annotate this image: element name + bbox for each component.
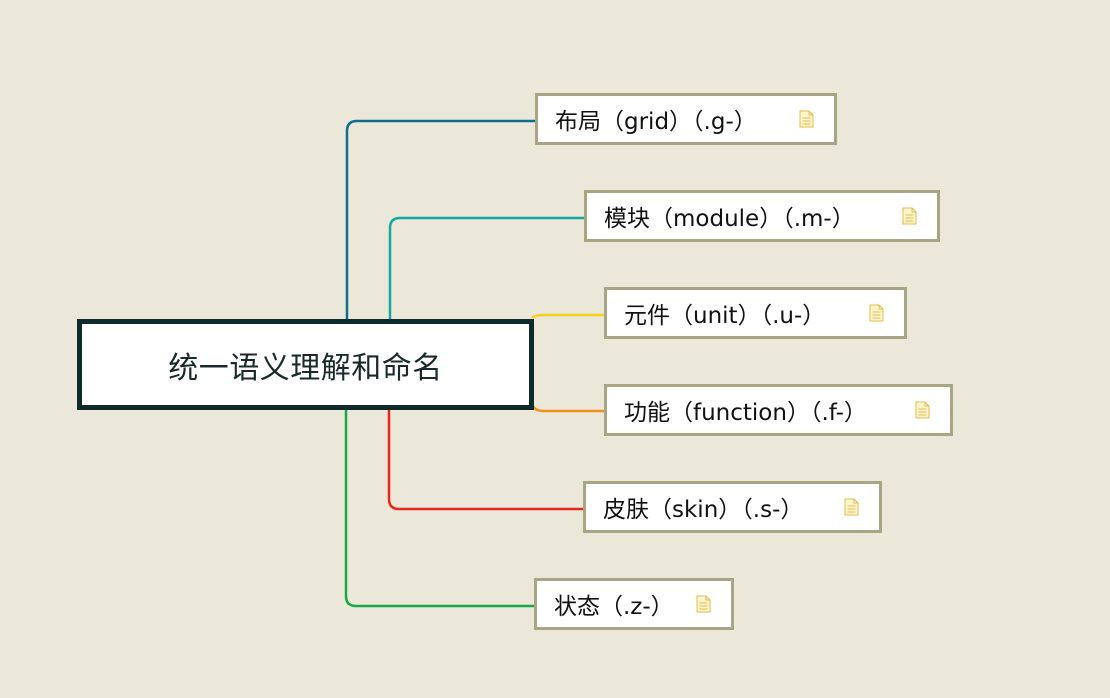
central-topic-label: 统一语义理解和命名 [168, 350, 443, 386]
note-icon[interactable] [696, 595, 711, 613]
central-topic[interactable]: 统一语义理解和命名 [77, 319, 534, 410]
note-icon[interactable] [915, 401, 930, 419]
note-icon[interactable] [799, 110, 814, 128]
topic-module[interactable]: 模块（module）（.m-） [584, 190, 940, 242]
topic-skin[interactable]: 皮肤（skin）（.s-） [583, 481, 882, 533]
topic-label: 布局（grid）（.g-） [555, 109, 757, 135]
connector-grid [345, 119, 537, 319]
connector-function [530, 403, 606, 413]
topic-grid[interactable]: 布局（grid）（.g-） [535, 93, 837, 145]
note-icon[interactable] [902, 207, 917, 225]
note-icon[interactable] [844, 498, 859, 516]
connector-module [388, 216, 586, 319]
note-icon[interactable] [869, 304, 884, 322]
topic-label: 功能（function）（.f-） [624, 400, 867, 426]
connector-status [344, 410, 536, 608]
connector-skin [387, 410, 585, 511]
connector-unit [530, 313, 606, 319]
topic-status[interactable]: 状态（.z-） [534, 578, 734, 630]
topic-label: 状态（.z-） [554, 594, 674, 620]
topic-label: 元件（unit）（.u-） [624, 303, 826, 329]
topic-label: 模块（module）（.m-） [604, 206, 855, 232]
topic-label: 皮肤（skin）（.s-） [603, 497, 804, 523]
topic-function[interactable]: 功能（function）（.f-） [604, 384, 953, 436]
topic-unit[interactable]: 元件（unit）（.u-） [604, 287, 907, 339]
